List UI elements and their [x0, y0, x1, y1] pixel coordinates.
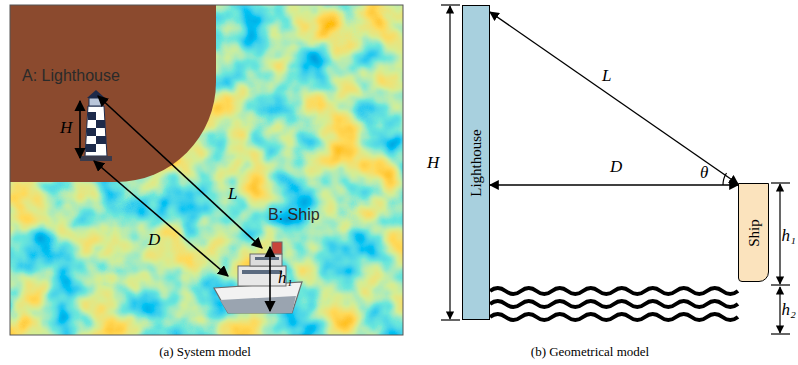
dimension-label: h₁ — [782, 226, 796, 246]
dimension-label: h₂ — [782, 300, 796, 320]
dimension-lines-b — [441, 5, 790, 334]
dimension-label: D — [148, 230, 160, 250]
height-arrow — [449, 6, 450, 319]
extension-line — [771, 333, 790, 334]
height-arrow — [779, 287, 780, 333]
region-label: A: Lighthouse — [22, 66, 120, 85]
distance-line — [490, 12, 738, 184]
distance-arrow — [94, 161, 228, 276]
node-label: Lighthouse — [468, 129, 485, 197]
height-arrow — [779, 184, 780, 284]
extension-line — [771, 284, 790, 285]
extension-line — [441, 319, 460, 320]
extension-line — [441, 4, 460, 5]
lighthouse-bar: Lighthouse — [462, 5, 490, 320]
sea-texture — [10, 5, 403, 335]
dimension-label: H — [60, 118, 72, 138]
wave-line — [490, 288, 738, 294]
height-arrow — [79, 101, 81, 158]
angle-label: θ — [700, 163, 708, 183]
dimension-label: L — [228, 184, 237, 204]
ship-icon — [214, 242, 302, 313]
object-label: B: Ship — [268, 205, 320, 224]
edge-label: L — [600, 66, 613, 86]
lighthouse-icon — [80, 90, 112, 161]
distance-line — [490, 184, 738, 185]
sea-waves — [490, 288, 738, 320]
ship-bar: Ship — [738, 183, 769, 282]
panel-frame — [10, 5, 403, 335]
distance-arrow — [98, 96, 262, 248]
edge-label: D — [608, 157, 624, 177]
dimension-label: H — [427, 153, 439, 173]
sea-map — [10, 5, 403, 335]
height-arrow — [269, 247, 271, 311]
wave-line — [490, 314, 738, 320]
extension-line — [771, 182, 790, 183]
land-region — [10, 5, 216, 182]
caption: (a) System model — [159, 344, 251, 360]
node-label: Ship — [745, 219, 762, 247]
dimension-label: h₁ — [278, 268, 292, 288]
dimension-lines-a — [80, 96, 270, 311]
wave-line — [490, 301, 738, 307]
caption: (b) Geometrical model — [531, 344, 649, 360]
